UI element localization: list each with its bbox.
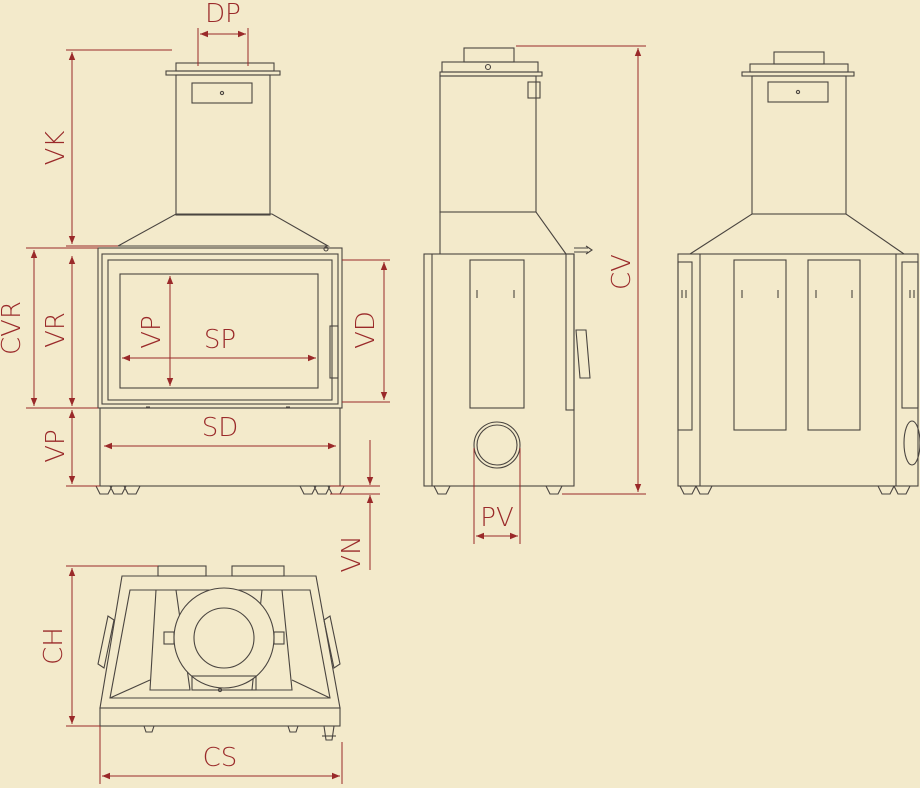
chimney-access-plate	[191, 82, 253, 104]
label-vp-left: VP	[41, 429, 71, 462]
label-cv: CV	[607, 254, 637, 290]
flue-collar	[173, 587, 275, 689]
label-vr: VR	[41, 312, 71, 348]
label-vk: VK	[41, 131, 71, 166]
side-view	[423, 47, 593, 495]
door-handle	[329, 325, 339, 379]
flue-opening	[193, 607, 255, 669]
label-sp: SP	[204, 325, 236, 355]
label-vd: VD	[351, 311, 381, 349]
label-cs: CS	[203, 743, 238, 773]
label-vp-inner: VP	[137, 315, 167, 348]
front-view	[95, 62, 345, 495]
front-glass-door	[107, 259, 333, 401]
label-dp: DP	[205, 0, 241, 29]
top-view	[97, 565, 341, 741]
label-cvr: CVR	[0, 301, 27, 355]
dimensions: DP VK CVR VR VP VP SP SD VD	[0, 0, 646, 784]
label-vn: VN	[337, 535, 367, 572]
air-intake-pipe	[473, 421, 521, 469]
label-pv: PV	[480, 503, 513, 533]
viewing-window	[119, 273, 319, 389]
label-sd: SD	[202, 413, 239, 443]
back-body	[677, 253, 919, 487]
back-view	[677, 51, 920, 495]
label-ch: CH	[39, 627, 69, 665]
side-body	[423, 253, 575, 487]
